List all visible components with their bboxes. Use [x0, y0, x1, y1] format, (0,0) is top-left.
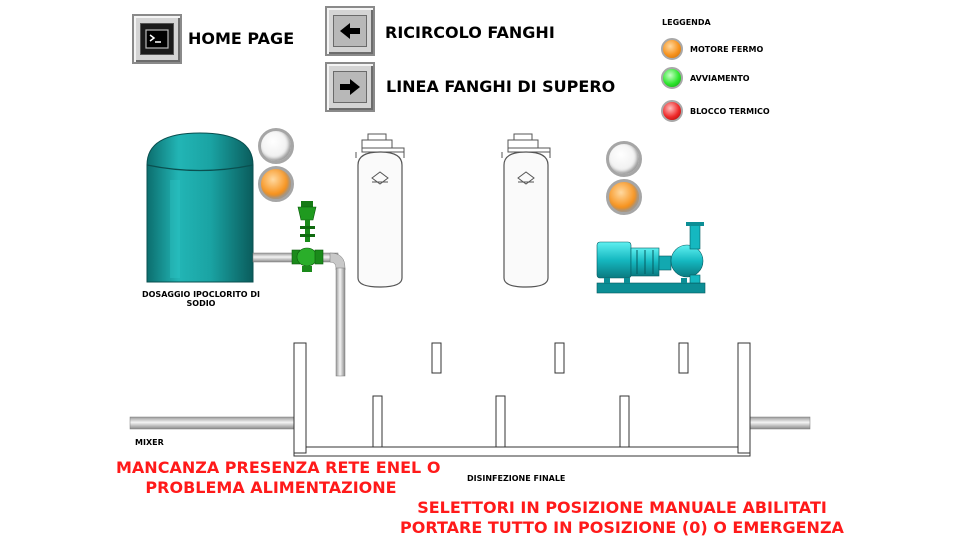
legend-orange-lamp-icon: [661, 38, 683, 60]
power-failure-alarm: MANCANZA PRESENZA RETE ENEL O PROBLEMA A…: [116, 458, 441, 498]
cylinder-2: [501, 133, 551, 288]
home-page-label[interactable]: HOME PAGE: [188, 29, 295, 48]
tank-caption-line2: SODIO: [186, 299, 216, 308]
legend-title: LEGGENDA: [662, 18, 711, 27]
arrow-right-icon: [333, 71, 367, 103]
power-alarm-line2: PROBLEMA ALIMENTAZIONE: [145, 478, 397, 497]
legend-item-blocco-termico: BLOCCO TERMICO: [690, 107, 770, 116]
tank-caption-line1: DOSAGGIO IPOCLORITO DI: [141, 290, 260, 299]
pump-status-lamp-top: [606, 141, 642, 177]
pump-status-lamp-bottom: [606, 179, 642, 215]
manual-alarm-line2: PORTARE TUTTO IN POSIZIONE (0) O EMERGEN…: [400, 518, 844, 537]
linea-fanghi-supero-button[interactable]: [325, 62, 375, 112]
mixer-label: MIXER: [135, 438, 164, 447]
arrow-left-icon: [333, 15, 367, 47]
legend-item-avviamento: AVVIAMENTO: [690, 74, 750, 83]
dosing-valve: [291, 201, 324, 272]
tank-caption: DOSAGGIO IPOCLORITO DI SODIO: [126, 290, 276, 308]
ricircolo-fanghi-label[interactable]: RICIRCOLO FANGHI: [385, 23, 555, 42]
legend-red-lamp-icon: [661, 100, 683, 122]
manual-mode-alarm: SELETTORI IN POSIZIONE MANUALE ABILITATI…: [400, 498, 844, 538]
terminal-icon: [140, 23, 174, 55]
ricircolo-fanghi-button[interactable]: [325, 6, 375, 56]
legend-green-lamp-icon: [661, 67, 683, 89]
cylinder-1: [355, 133, 405, 288]
disinfezione-finale-label: DISINFEZIONE FINALE: [467, 474, 566, 483]
tank-status-lamp-bottom: [258, 166, 294, 202]
home-page-button[interactable]: [132, 14, 182, 64]
hypochlorite-tank: [146, 132, 254, 283]
disinfection-basin: [129, 342, 811, 457]
manual-alarm-line1: SELETTORI IN POSIZIONE MANUALE ABILITATI: [417, 498, 827, 517]
tank-status-lamp-top: [258, 128, 294, 164]
power-alarm-line1: MANCANZA PRESENZA RETE ENEL O: [116, 458, 441, 477]
legend-item-motore-fermo: MOTORE FERMO: [690, 45, 764, 54]
pump-motor: [596, 222, 706, 294]
linea-fanghi-supero-label[interactable]: LINEA FANGHI DI SUPERO: [386, 77, 616, 96]
